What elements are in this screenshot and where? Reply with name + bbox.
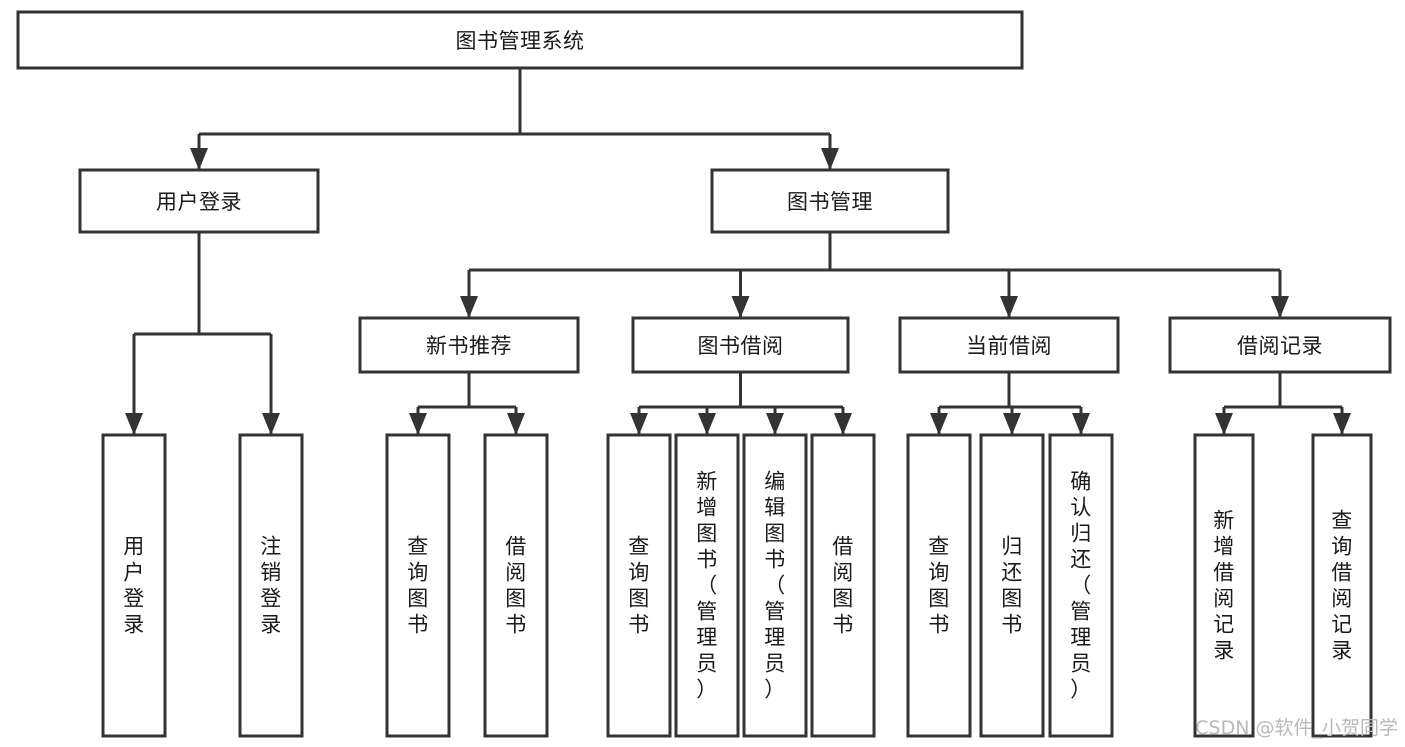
node-leaf-br-query[interactable]: 查询借阅记录 xyxy=(1311,433,1373,738)
current-borrow-arrow-icon-2 xyxy=(1072,413,1090,435)
bookmgmt-arrow-icon-2 xyxy=(1000,296,1018,318)
node-leaf-cb-return[interactable]: 归还图书 xyxy=(979,433,1045,738)
node-box-current-borrow xyxy=(898,316,1120,374)
node-book-borrow[interactable]: 图书借阅 xyxy=(631,316,850,374)
node-new-book-recommend[interactable]: 新书推荐 xyxy=(358,316,580,374)
node-box-user-login xyxy=(78,168,320,234)
login-arrow-icon-0 xyxy=(125,413,143,435)
node-box-root xyxy=(16,10,1024,70)
node-label-leaf-bb-edit: 编辑图书（管理员） xyxy=(764,470,786,702)
node-label-book-management: 图书管理 xyxy=(787,190,873,214)
node-leaf-user-login[interactable]: 用户登录 xyxy=(101,433,167,738)
bookmgmt-arrow-icon-1 xyxy=(731,296,750,318)
node-box-leaf-bb-borrow xyxy=(810,433,876,738)
node-box-book-management xyxy=(710,168,950,234)
node-box-leaf-bb-edit xyxy=(742,433,808,738)
book-borrow-arrow-icon-2 xyxy=(766,413,784,435)
node-label-book-borrow: 图书借阅 xyxy=(698,334,784,358)
node-box-borrow-records xyxy=(1168,316,1392,374)
borrow-records-arrow-icon-0 xyxy=(1215,413,1233,435)
current-borrow-arrow-icon-1 xyxy=(1003,413,1021,435)
node-borrow-records[interactable]: 借阅记录 xyxy=(1168,316,1392,374)
borrow-records-arrow-icon-1 xyxy=(1333,413,1351,435)
node-label-leaf-bb-borrow: 借阅图书 xyxy=(832,535,854,637)
current-borrow-arrow-icon-0 xyxy=(930,413,948,435)
node-label-leaf-nbr-query: 查询图书 xyxy=(407,535,429,637)
new-book-recommend-arrow-icon-0 xyxy=(409,413,427,435)
book-borrow-arrow-icon-3 xyxy=(834,413,852,435)
node-box-leaf-cb-confirm xyxy=(1048,433,1114,738)
bookmgmt-arrow-icon-0 xyxy=(460,296,478,318)
node-box-leaf-nbr-borrow xyxy=(483,433,549,738)
node-label-root: 图书管理系统 xyxy=(456,29,585,53)
node-book-management[interactable]: 图书管理 xyxy=(710,168,950,234)
node-label-leaf-cb-return: 归还图书 xyxy=(1001,535,1023,637)
node-label-leaf-bb-add: 新增图书（管理员） xyxy=(696,470,718,702)
node-label-leaf-user-logout: 注销登录 xyxy=(260,535,282,637)
node-box-book-borrow xyxy=(631,316,850,374)
node-label-user-login: 用户登录 xyxy=(156,190,242,214)
root-arrow-icon-1 xyxy=(821,148,839,170)
csdn-watermark: CSDN @软件_小贺同学 xyxy=(1195,717,1398,739)
login-arrow-icon-1 xyxy=(262,413,280,435)
node-leaf-cb-confirm[interactable]: 确认归还（管理员） xyxy=(1048,433,1114,738)
node-box-leaf-br-query xyxy=(1311,433,1373,738)
node-leaf-user-logout[interactable]: 注销登录 xyxy=(238,433,304,738)
node-user-login[interactable]: 用户登录 xyxy=(78,168,320,234)
node-label-leaf-nbr-borrow: 借阅图书 xyxy=(505,535,527,637)
book-borrow-arrow-icon-0 xyxy=(630,413,648,435)
node-box-leaf-br-add xyxy=(1193,433,1255,738)
root-arrow-icon-0 xyxy=(190,148,208,170)
node-leaf-bb-borrow[interactable]: 借阅图书 xyxy=(810,433,876,738)
node-label-leaf-br-add: 新增借阅记录 xyxy=(1213,509,1235,663)
node-label-current-borrow: 当前借阅 xyxy=(966,334,1052,358)
node-label-borrow-records: 借阅记录 xyxy=(1237,334,1323,358)
node-box-new-book-recommend xyxy=(358,316,580,374)
node-label-new-book-recommend: 新书推荐 xyxy=(426,334,512,358)
node-leaf-nbr-borrow[interactable]: 借阅图书 xyxy=(483,433,549,738)
node-leaf-bb-query[interactable]: 查询图书 xyxy=(606,433,672,738)
node-box-leaf-bb-add xyxy=(674,433,740,738)
node-box-leaf-user-logout xyxy=(238,433,304,738)
node-root[interactable]: 图书管理系统 xyxy=(16,10,1024,70)
node-label-leaf-bb-query: 查询图书 xyxy=(628,535,650,637)
book-borrow-arrow-icon-1 xyxy=(698,413,716,435)
connector-layer xyxy=(125,68,1351,435)
node-leaf-cb-query[interactable]: 查询图书 xyxy=(906,433,972,738)
bookmgmt-arrow-icon-3 xyxy=(1271,296,1289,318)
node-leaf-br-add[interactable]: 新增借阅记录 xyxy=(1193,433,1255,738)
node-label-leaf-user-login: 用户登录 xyxy=(123,535,145,637)
node-label-leaf-cb-confirm: 确认归还（管理员） xyxy=(1070,470,1092,702)
node-leaf-bb-add[interactable]: 新增图书（管理员） xyxy=(674,433,740,738)
new-book-recommend-arrow-icon-1 xyxy=(507,413,525,435)
node-box-leaf-cb-query xyxy=(906,433,972,738)
node-box-leaf-cb-return xyxy=(979,433,1045,738)
node-box-leaf-user-login xyxy=(101,433,167,738)
node-label-leaf-br-query: 查询借阅记录 xyxy=(1331,509,1353,663)
node-box-leaf-nbr-query xyxy=(385,433,451,738)
node-layer: 图书管理系统用户登录用户登录注销登录图书管理新书推荐查询图书借阅图书图书借阅查询… xyxy=(16,10,1392,738)
node-label-leaf-cb-query: 查询图书 xyxy=(928,535,950,637)
node-current-borrow[interactable]: 当前借阅 xyxy=(898,316,1120,374)
node-leaf-bb-edit[interactable]: 编辑图书（管理员） xyxy=(742,433,808,738)
node-box-leaf-bb-query xyxy=(606,433,672,738)
node-leaf-nbr-query[interactable]: 查询图书 xyxy=(385,433,451,738)
